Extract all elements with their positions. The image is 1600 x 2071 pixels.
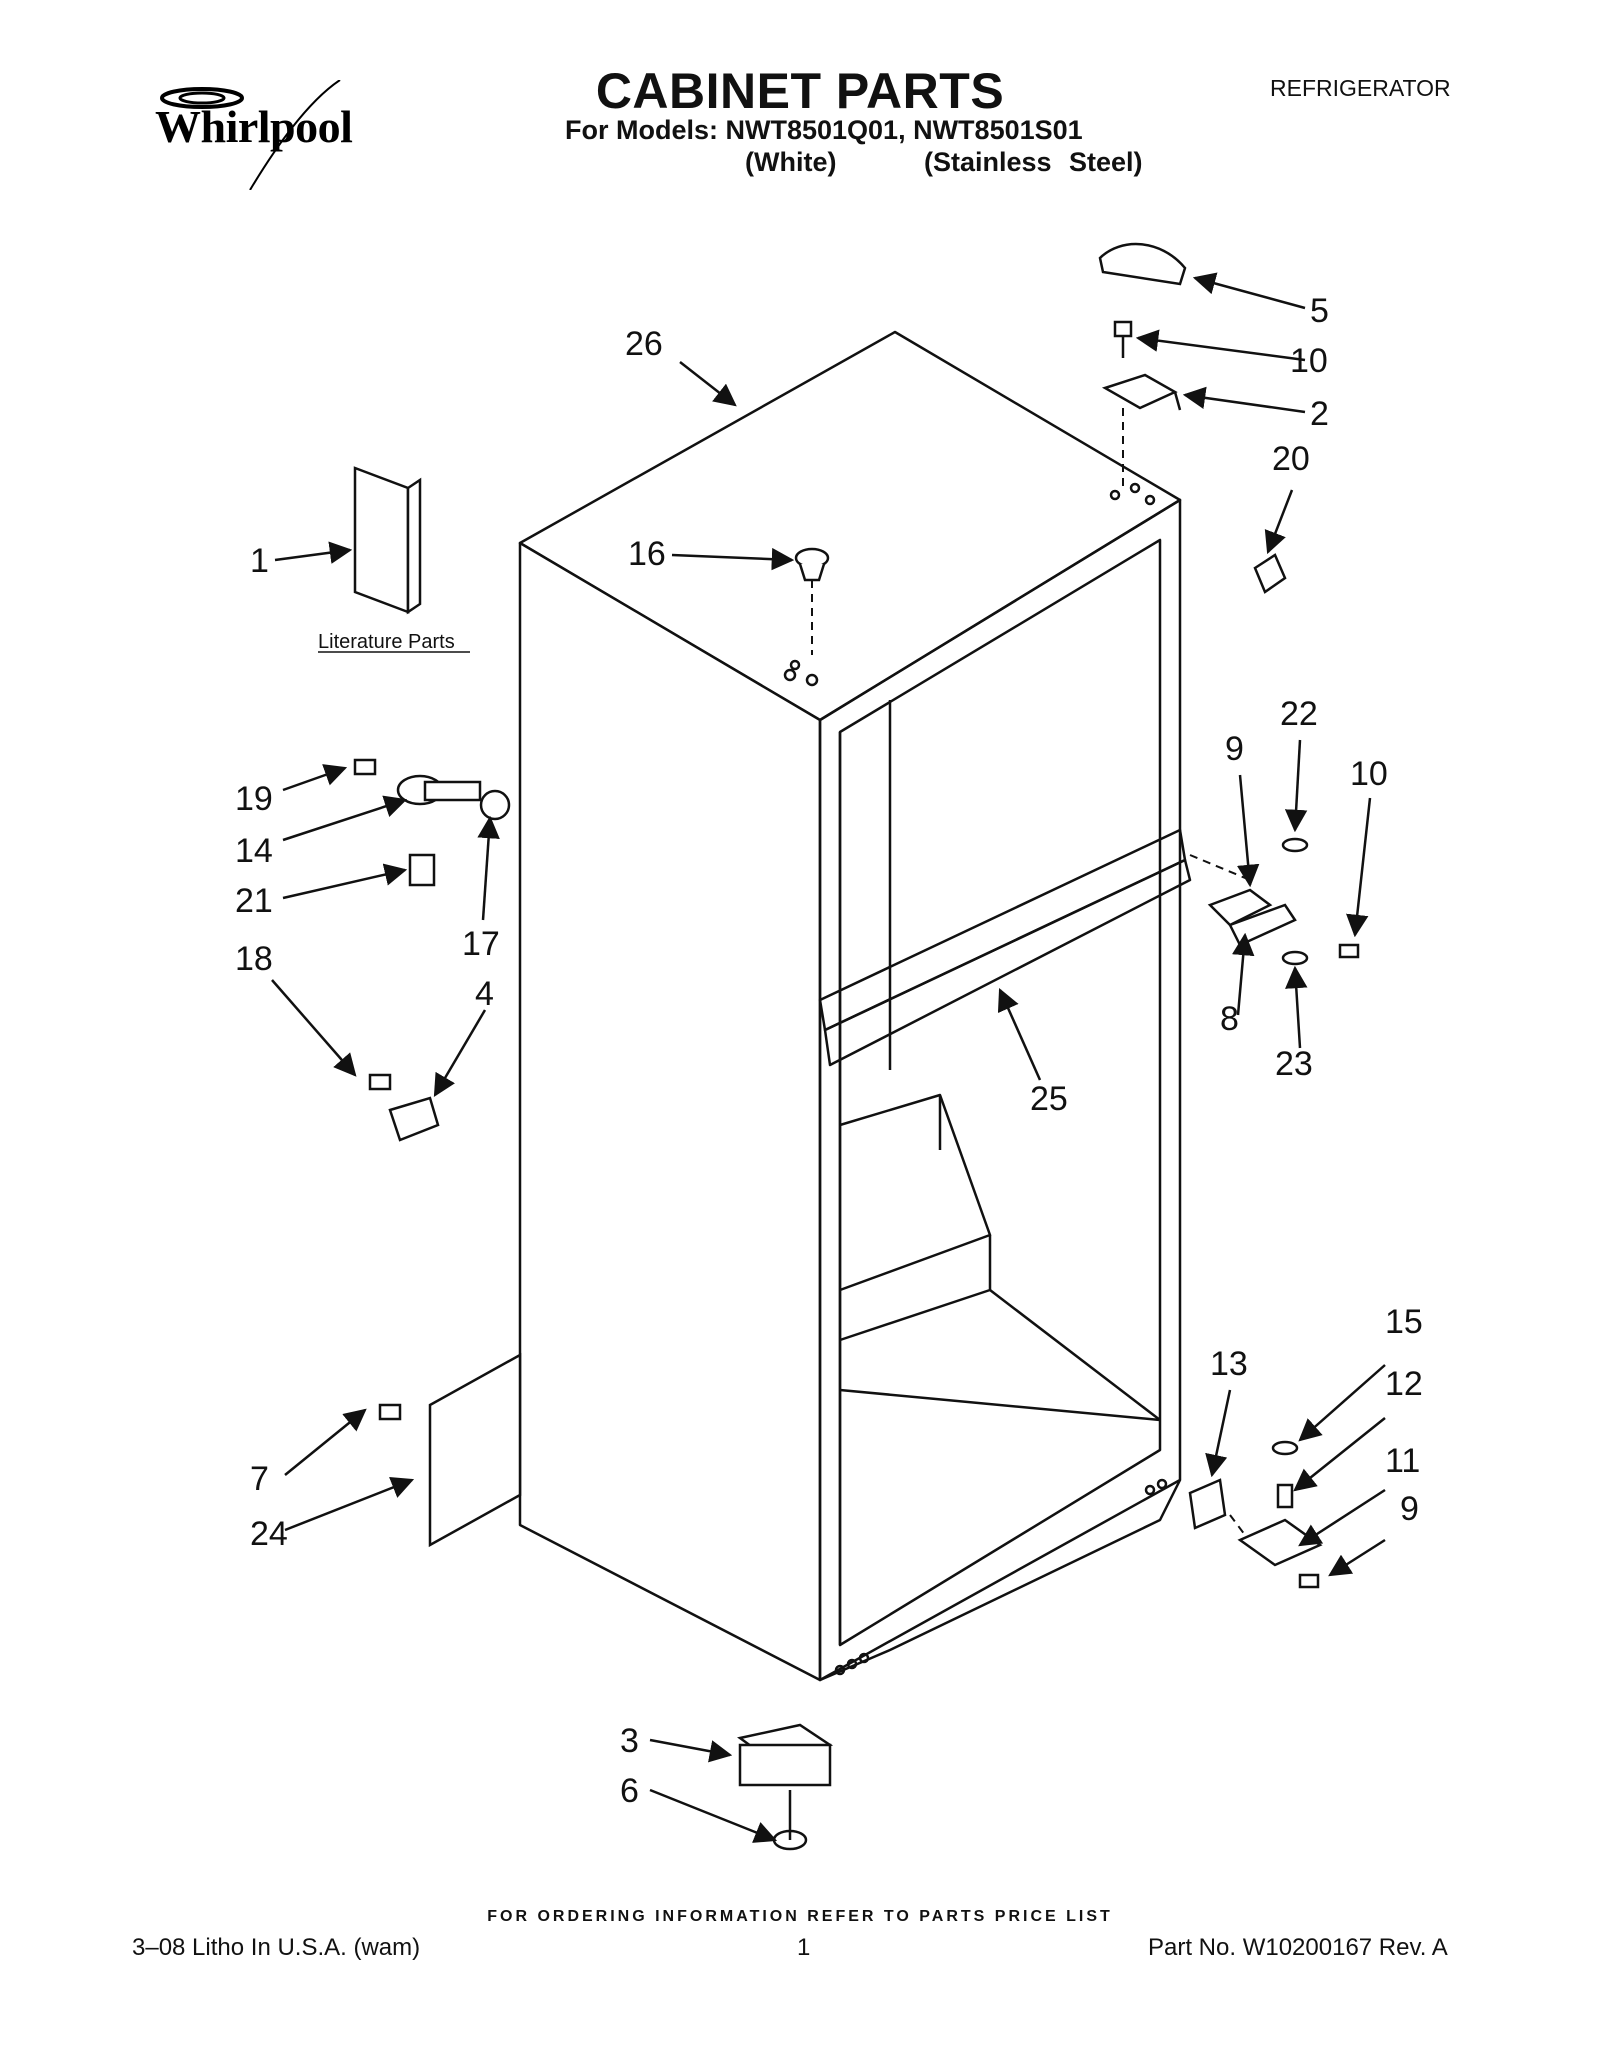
callout-12: 12 — [1385, 1365, 1423, 1403]
callout-2: 2 — [1310, 395, 1329, 433]
page-title: CABINET PARTS — [595, 63, 1005, 119]
callout-25: 25 — [1030, 1080, 1068, 1118]
assembly-lines — [811, 408, 1251, 1536]
callout-18: 18 — [235, 940, 273, 978]
callout-5: 5 — [1310, 292, 1329, 330]
callout-labels: 1 2 3 4 5 6 7 8 9 9 10 10 11 12 13 14 15… — [235, 292, 1423, 1810]
cabinet-shell — [518, 330, 1192, 1682]
callout-9-bottom: 9 — [1400, 1490, 1419, 1528]
leader-arrows — [271, 272, 1386, 1843]
callout-26: 26 — [625, 325, 663, 363]
callout-8: 8 — [1220, 1000, 1239, 1038]
callout-9-middle: 9 — [1225, 730, 1244, 768]
brand-name: Whirlpool — [155, 101, 353, 152]
variants-line: (White) (Stainless Steel) — [745, 147, 1143, 177]
callout-22: 22 — [1280, 695, 1318, 733]
callout-16: 16 — [628, 535, 666, 573]
page-number: 1 — [797, 1934, 811, 1961]
callout-19: 19 — [235, 780, 273, 818]
models-line: For Models: NWT8501Q01, NWT8501S01 — [565, 115, 1083, 145]
literature-parts-label: Literature Parts — [318, 631, 455, 653]
callout-7: 7 — [250, 1460, 269, 1498]
litho-info: 3–08 Litho In U.S.A. (wam) — [132, 1934, 421, 1961]
callout-14: 14 — [235, 832, 273, 870]
callout-10-top: 10 — [1290, 342, 1328, 380]
callout-11: 11 — [1385, 1442, 1420, 1480]
callout-21: 21 — [235, 882, 273, 920]
callout-6: 6 — [620, 1772, 639, 1810]
callout-10-middle: 10 — [1350, 755, 1388, 793]
callout-20: 20 — [1272, 440, 1310, 478]
callout-15: 15 — [1385, 1303, 1423, 1341]
callout-4: 4 — [475, 975, 494, 1013]
callout-17: 17 — [462, 925, 500, 963]
ordering-note: FOR ORDERING INFORMATION REFER TO PARTS … — [487, 1908, 1113, 1925]
callout-3: 3 — [620, 1722, 639, 1760]
brand-logo — [140, 79, 380, 191]
category-label: REFRIGERATOR — [1270, 75, 1451, 101]
callout-1: 1 — [250, 542, 269, 580]
callout-23: 23 — [1275, 1045, 1313, 1083]
callout-24: 24 — [250, 1515, 288, 1553]
logo-swirl-icon — [160, 79, 341, 191]
component-parts — [353, 242, 1360, 1851]
callout-13: 13 — [1210, 1345, 1248, 1383]
part-number: Part No. W10200167 Rev. A — [1148, 1934, 1448, 1961]
